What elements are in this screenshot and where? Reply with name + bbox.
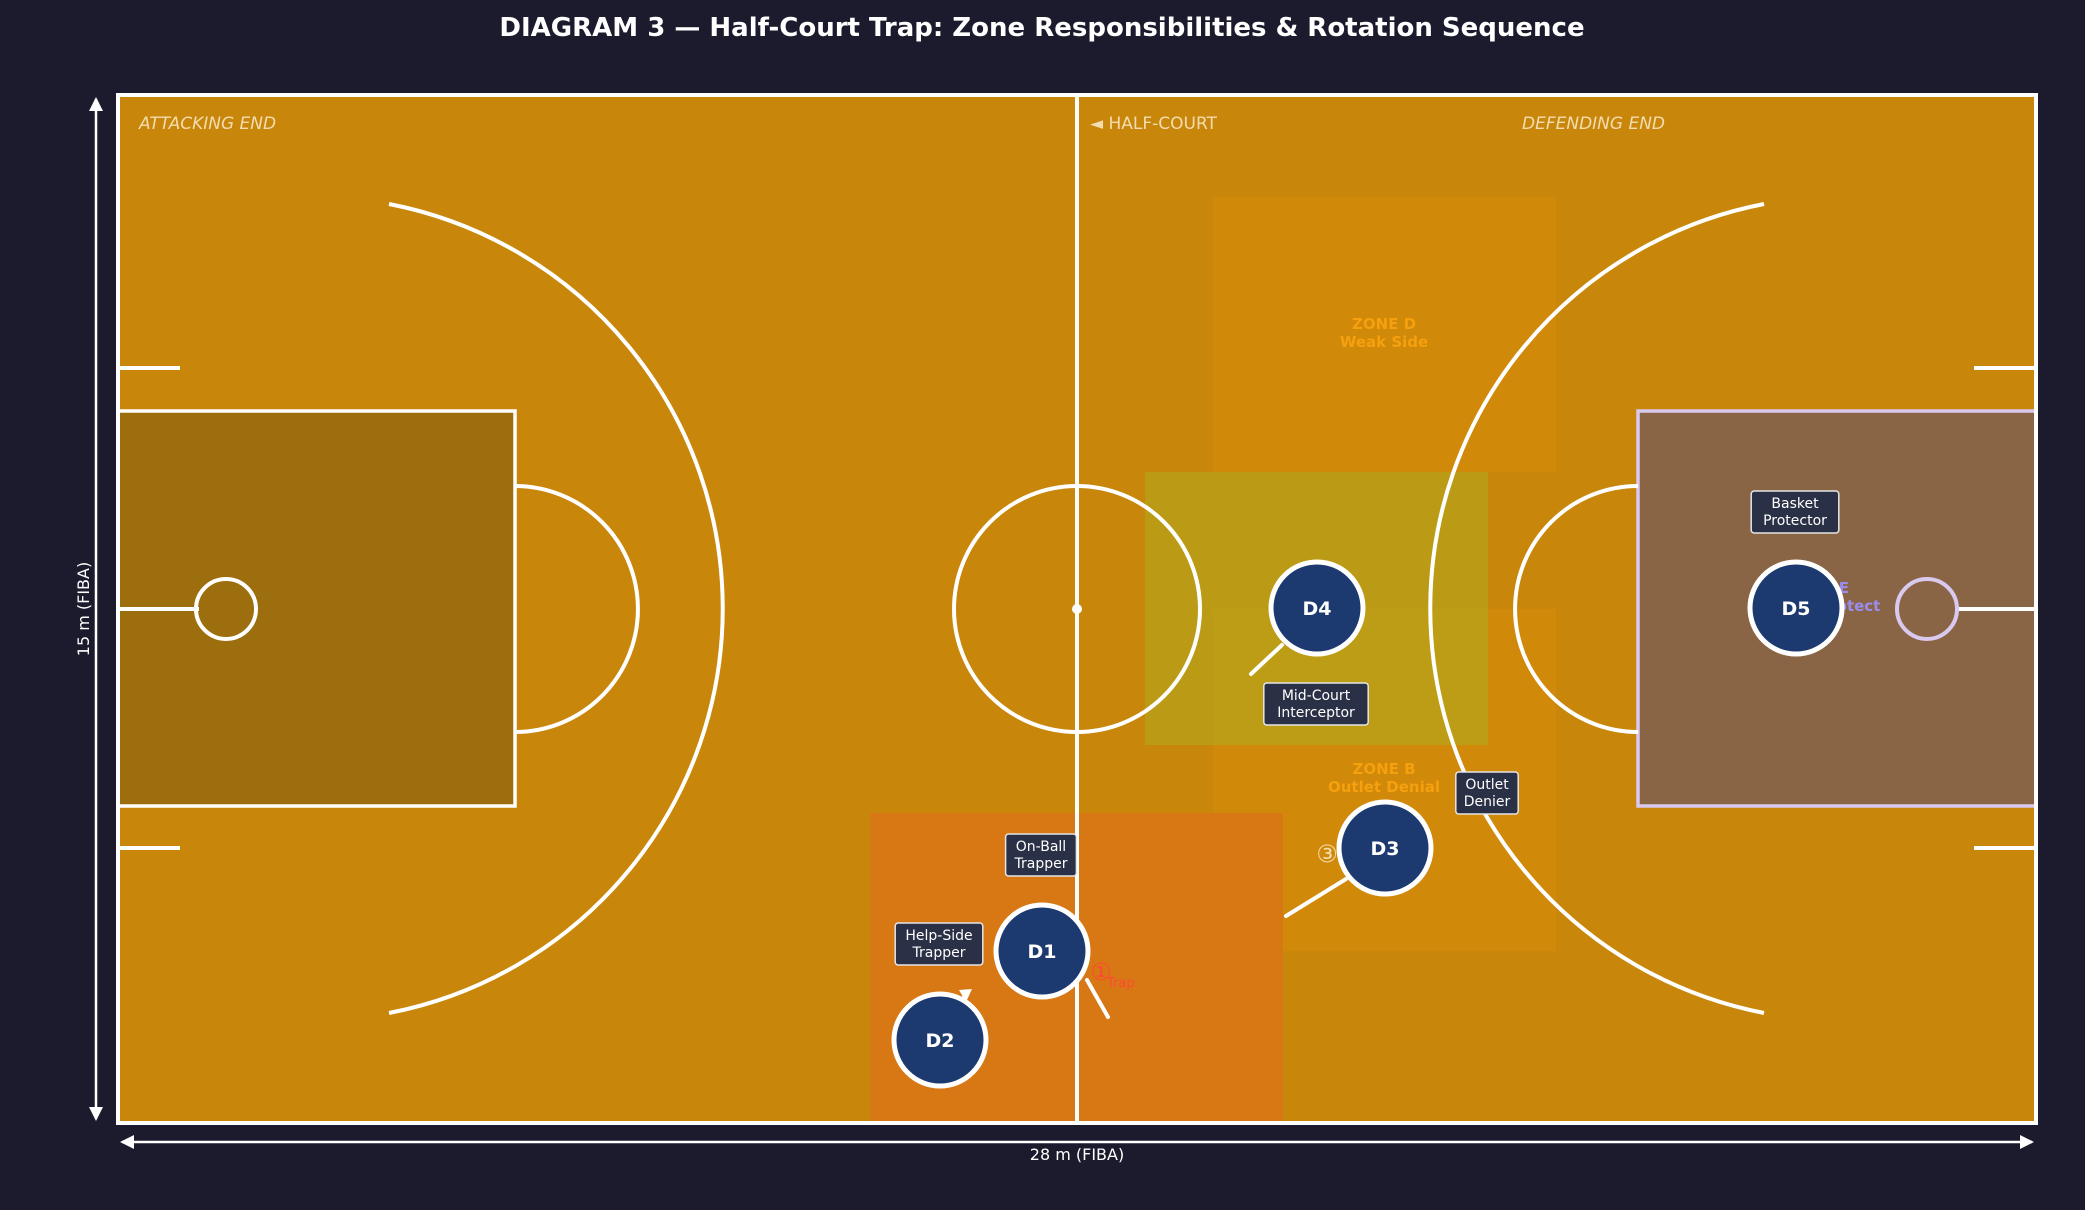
arrowhead-icon <box>89 97 103 111</box>
player-label: D4 <box>1303 598 1332 620</box>
attacking-end-label: ATTACKING END <box>138 114 276 134</box>
player-marker <box>1747 559 1845 657</box>
hoop-attacking <box>194 577 258 641</box>
role-label-box <box>1263 682 1369 726</box>
role-label-box <box>1004 833 1078 877</box>
sequence-marker-1-text: Trap <box>1106 976 1135 991</box>
movement-arrow <box>1284 877 1348 918</box>
player-label: D3 <box>1371 838 1400 860</box>
height-label: 15 m (FIBA) <box>74 562 93 656</box>
player-label: D5 <box>1782 598 1811 620</box>
zone-b-subtitle: Outlet Denial <box>1328 778 1440 796</box>
center-dot <box>1072 604 1082 614</box>
zone-d-subtitle: Weak Side <box>1340 333 1428 351</box>
center-circle <box>952 484 1202 734</box>
player-marker <box>1268 559 1366 657</box>
zone-d-title: ZONE D <box>1352 315 1416 333</box>
movement-arrow <box>1085 978 1110 1019</box>
width-label: 28 m (FIBA) <box>1030 1145 1124 1164</box>
player-marker <box>1336 799 1434 897</box>
sequence-marker-3: ③ <box>1316 840 1338 868</box>
role-label-box <box>1750 490 1840 534</box>
sequence-marker-1: ① <box>1090 958 1112 986</box>
role-label-box <box>1455 771 1519 815</box>
player-marker <box>891 991 989 1089</box>
free-throw-semicircle-attacking <box>514 484 640 734</box>
half-court-label: ◄ HALF-COURT <box>1090 114 1218 134</box>
arrowhead-icon <box>120 1135 134 1149</box>
player-marker <box>993 902 1091 1000</box>
three-point-arc-attacking <box>388 202 725 1015</box>
three-point-arc-defending <box>1428 202 1765 1015</box>
player-label: D1 <box>1028 941 1057 963</box>
movement-arrow <box>1249 643 1284 676</box>
defending-end-label: DEFENDING END <box>1522 114 1665 134</box>
hoop-defending <box>1895 577 1959 641</box>
free-throw-semicircle-defending <box>1513 484 1639 734</box>
zone-b-title: ZONE B <box>1352 760 1415 778</box>
arrowhead-icon <box>89 1107 103 1121</box>
zone-d-area <box>1213 197 1556 472</box>
diagram-title: DIAGRAM 3 — Half-Court Trap: Zone Respon… <box>499 13 1584 43</box>
arrowhead-icon <box>959 989 972 1002</box>
player-label: D2 <box>926 1030 955 1052</box>
role-label-box <box>894 922 984 966</box>
arrowhead-icon <box>2020 1135 2034 1149</box>
